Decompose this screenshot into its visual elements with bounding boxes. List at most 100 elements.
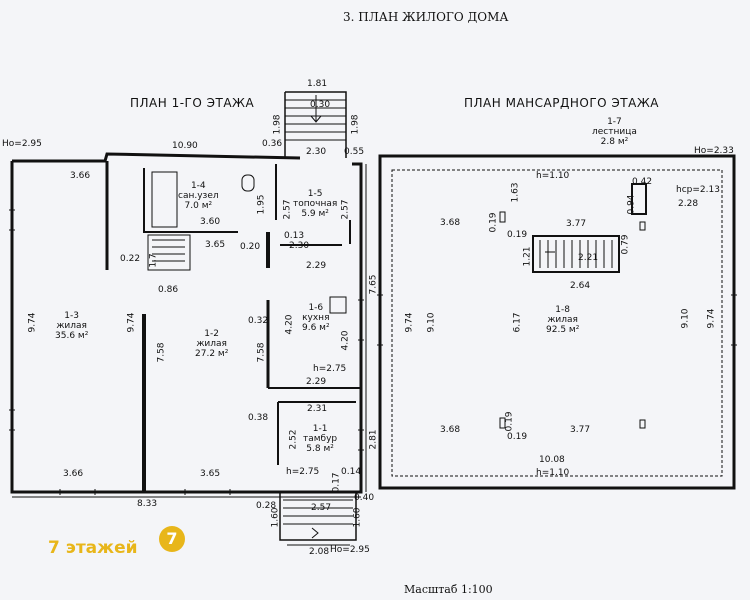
dim-10-08: 10.08 [539, 455, 565, 465]
room-name: жилая [196, 338, 227, 349]
dim-1-21: 1.21 [522, 246, 533, 267]
plan1-title: ПЛАН 1-ГО ЭТАЖА [130, 96, 255, 110]
height-1-10-bottom: h=1.10 [536, 468, 570, 478]
dim-9-10-left: 9.10 [426, 312, 437, 333]
room-1-2: 1-2 жилая 27.2 м² [195, 329, 229, 360]
dim-0-86: 0.86 [158, 285, 179, 295]
room-name: топочная [293, 198, 338, 209]
dim-1-60-left: 1.60 [270, 507, 281, 528]
dim-2-81: 2.81 [368, 429, 379, 450]
dim-0-36: 0.36 [262, 139, 283, 149]
plan2-title: ПЛАН МАНСАРДНОГО ЭТАЖА [464, 96, 659, 110]
dim-10-90: 10.90 [172, 141, 198, 151]
height-2-75-vestibule: h=2.75 [286, 467, 320, 477]
room-name: сан.узел [178, 190, 219, 201]
dim-4-20-left: 4.20 [284, 314, 295, 335]
room-1-3: 1-3 жилая 35.6 м² [55, 311, 89, 342]
dim-0-20: 0.20 [240, 242, 261, 252]
dim-1-98-left: 1.98 [272, 114, 283, 135]
dim-0-94: 0.94 [626, 194, 637, 215]
room-name: жилая [56, 320, 87, 331]
room-1-4: 1-4 сан.узел 7.0 м² [178, 181, 219, 212]
page-title: 3. ПЛАН ЖИЛОГО ДОМА [343, 10, 509, 24]
plan2-level: Ho=2.33 [694, 146, 734, 156]
dim-2-52: 2.52 [288, 429, 299, 450]
dim-1-98-right: 1.98 [350, 114, 361, 135]
plan1-level-bottom: Ho=2.95 [330, 545, 370, 555]
dim-1-63: 1.63 [510, 182, 521, 203]
dim-2-31: 2.31 [307, 404, 328, 414]
dim-3-66-top: 3.66 [70, 171, 91, 181]
height-1-10-top: h=1.10 [536, 171, 570, 181]
dim-0-79: 0.79 [620, 234, 631, 255]
dim-2-64: 2.64 [570, 281, 591, 291]
room-id: 1-4 [190, 181, 206, 191]
room-area: 27.2 м² [195, 348, 229, 359]
dim-7-58-right: 7.58 [256, 342, 267, 363]
dim-2-29-top: 2.29 [306, 261, 327, 271]
room-area: 5.8 м² [306, 443, 334, 454]
dim-1-7: 1.7 [148, 253, 159, 268]
room-id: 1-1 [312, 424, 328, 434]
dim-9-74-inner: 9.74 [126, 312, 137, 333]
dim-0-42: 0.42 [632, 177, 653, 187]
dim-2-57-porch: 2.57 [311, 503, 332, 513]
height-2-75-kitchen: h=2.75 [313, 364, 347, 374]
room-area: 35.6 м² [55, 330, 89, 341]
dim-9-74-outer: 9.74 [27, 312, 38, 333]
dim-3-60: 3.60 [200, 217, 221, 227]
dim-3-65-top: 3.65 [205, 240, 226, 250]
dim-7-58-left: 7.58 [156, 342, 167, 363]
room-id: 1-7 [607, 117, 622, 127]
dim-0-19-b: 0.19 [507, 230, 528, 240]
dim-0-13: 0.13 [284, 231, 305, 241]
room-id: 1-3 [64, 311, 79, 321]
room-id: 1-5 [307, 189, 323, 199]
dim-0-19-a: 0.19 [488, 212, 499, 233]
dim-8-33: 8.33 [137, 499, 158, 509]
room-1-6: 1-6 кухня 9.6 м² [302, 303, 330, 334]
dim-2-29-bottom: 2.29 [306, 377, 327, 387]
dim-0-38: 0.38 [248, 413, 269, 423]
logo-badge-icon: 7 [159, 526, 185, 552]
room-1-5: 1-5 топочная 5.9 м² [293, 189, 338, 220]
dim-0-19-c: 0.19 [504, 411, 515, 432]
dim-0-19-d: 0.19 [507, 432, 528, 442]
dim-0-55: 0.55 [344, 147, 365, 157]
dim-6-17: 6.17 [512, 312, 523, 333]
dim-1-81: 1.81 [307, 79, 328, 89]
dim-9-74-right: 9.74 [706, 308, 717, 329]
dim-3-65-bottom: 3.65 [200, 469, 221, 479]
dim-3-68-top: 3.68 [440, 218, 461, 228]
logo-text: 7 этажей [48, 538, 138, 558]
dim-2-08: 2.08 [309, 547, 330, 557]
room-1-1: 1-1 тамбур 5.8 м² [303, 424, 337, 455]
dim-3-66-bottom: 3.66 [63, 469, 84, 479]
room-id: 1-6 [308, 303, 324, 313]
plan2-walls [377, 154, 737, 490]
room-id: 1-8 [555, 305, 570, 315]
dim-2-30-top: 2.30 [306, 147, 327, 157]
dim-0-28: 0.28 [256, 501, 277, 511]
room-name: лестница [592, 126, 637, 137]
dim-0-14: 0.14 [341, 467, 362, 477]
dim-2-21: 2.21 [578, 253, 599, 263]
dim-3-77-top: 3.77 [566, 219, 587, 229]
plan1-details [9, 95, 367, 546]
dim-0-40: 0.40 [354, 493, 375, 503]
dim-0-22: 0.22 [120, 254, 141, 264]
room-area: 2.8 м² [600, 136, 629, 147]
dim-2-57-left: 2.57 [282, 199, 293, 220]
site-logo: 7 этажей 7 [44, 526, 194, 558]
dim-3-68-bottom: 3.68 [440, 425, 461, 435]
dim-4-20-right: 4.20 [340, 330, 351, 351]
dim-9-10-right: 9.10 [680, 308, 691, 329]
dim-2-57-right: 2.57 [340, 199, 351, 220]
dim-2-28: 2.28 [678, 199, 699, 209]
dim-7-65: 7.65 [368, 274, 379, 295]
height-avg: hср=2.13 [676, 185, 720, 195]
room-area: 9.6 м² [302, 322, 330, 333]
room-area: 7.0 м² [184, 200, 213, 211]
